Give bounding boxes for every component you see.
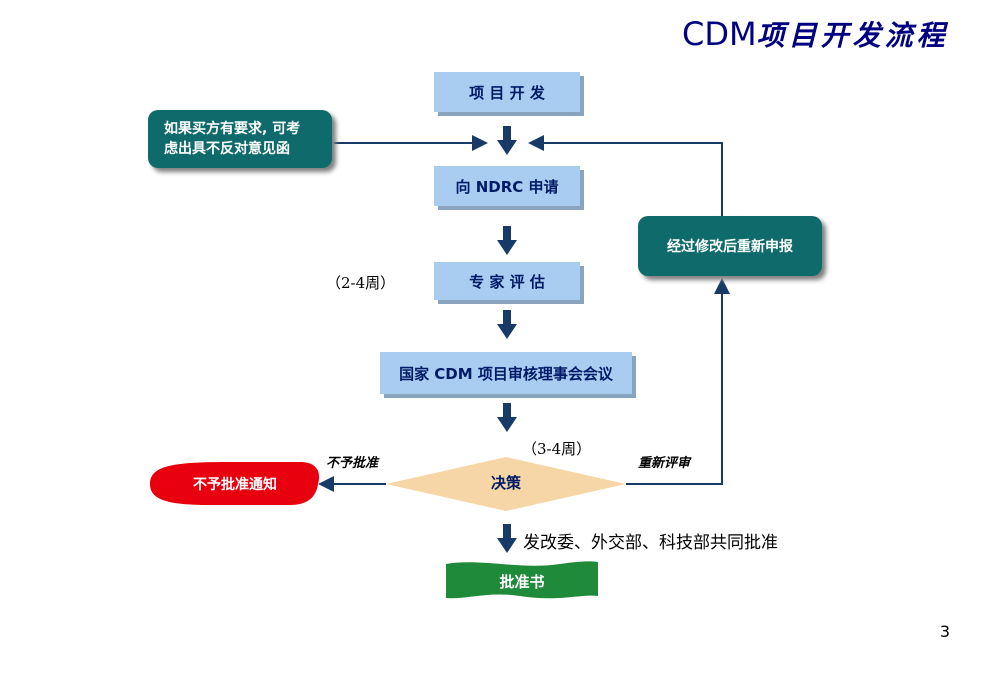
node-buyer-note: 如果买方有要求, 可考 虑出具不反对意见函	[148, 110, 332, 168]
node-ndrc-apply: 向 NDRC 申请	[434, 166, 580, 206]
page-number: 3	[939, 622, 950, 641]
node-expert-review-label: 专 家 评 估	[469, 272, 545, 291]
edge-label-rereview: 重新评审	[638, 456, 691, 471]
node-approval-letter-label: 批准书	[499, 573, 545, 591]
edge-label-reject: 不予批准	[326, 456, 379, 471]
buyer-note-line1: 如果买方有要求, 可考	[164, 121, 301, 137]
page-title: CDM项目开发流程	[682, 14, 949, 54]
node-project-dev-label: 项 目 开 发	[469, 83, 545, 102]
node-expert-review: 专 家 评 估	[434, 262, 580, 300]
node-resubmit: 经过修改后重新申报	[638, 216, 822, 276]
node-board-meeting-label: 国家 CDM 项目审核理事会会议	[399, 364, 613, 383]
node-ndrc-apply-label: 向 NDRC 申请	[455, 177, 559, 196]
decision-duration-note: （3-4周）	[522, 440, 592, 458]
joint-approval-note: 发改委、外交部、科技部共同批准	[523, 533, 778, 553]
down-arrow-4	[497, 403, 517, 432]
node-board-meeting: 国家 CDM 项目审核理事会会议	[380, 352, 632, 394]
resubmit-return-connector	[528, 135, 723, 216]
node-project-dev: 项 目 开 发	[434, 72, 580, 112]
expert-duration-note: （2-4周）	[326, 274, 396, 292]
title-cjk: 项目开发流程	[756, 19, 949, 52]
down-arrow-3	[497, 310, 517, 339]
node-decision-label: 决策	[490, 474, 521, 492]
down-arrow-5	[497, 524, 517, 553]
down-arrow-1	[497, 126, 517, 155]
node-resubmit-label: 经过修改后重新申报	[667, 239, 793, 255]
buyer-note-line2: 虑出具不反对意见函	[164, 141, 290, 157]
rereview-connector	[626, 278, 730, 485]
reject-notice-shape	[150, 462, 320, 505]
node-reject-notice-label: 不予批准通知	[193, 477, 277, 493]
down-arrow-2	[497, 226, 517, 255]
approval-letter-shape	[446, 561, 598, 599]
decision-diamond	[386, 457, 626, 511]
title-latin: CDM	[682, 15, 757, 53]
